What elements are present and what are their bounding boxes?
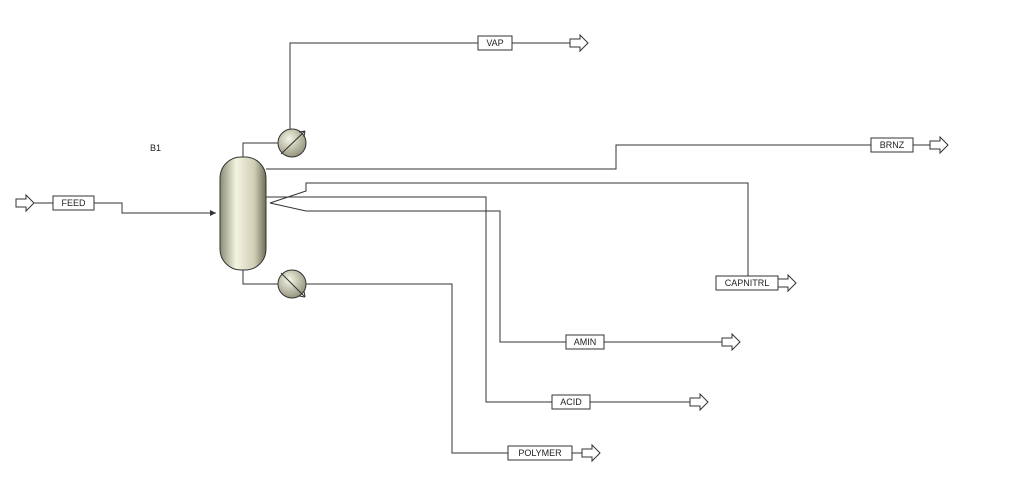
amin-arrow-icon <box>721 332 741 352</box>
polymer-stream[interactable]: POLYMER <box>306 283 601 463</box>
amin-stream[interactable]: AMIN <box>269 202 741 352</box>
acid-label: ACID <box>560 397 582 407</box>
distillation-column-b1[interactable] <box>219 156 267 271</box>
acid-arrow-icon <box>689 392 709 412</box>
vap-arrow-icon <box>569 33 589 53</box>
capnitrl-stream[interactable]: CAPNITRL <box>269 182 797 293</box>
capnitrl-label: CAPNITRL <box>725 278 770 288</box>
brnz-stream[interactable]: BRNZ <box>266 135 949 170</box>
polymer-label: POLYMER <box>518 448 562 458</box>
condenser-icon[interactable] <box>277 128 307 158</box>
reboiler-inlet-line <box>242 270 278 285</box>
brnz-label: BRNZ <box>880 140 905 150</box>
feed-stream[interactable]: FEED <box>15 193 216 216</box>
brnz-arrow-icon <box>929 135 949 155</box>
block-label-b1: B1 <box>150 143 161 153</box>
feed-label: FEED <box>61 198 86 208</box>
condenser-inlet-line <box>242 142 278 157</box>
amin-label: AMIN <box>574 337 597 347</box>
vap-stream[interactable]: VAP <box>289 33 589 129</box>
feed-arrow-icon <box>15 193 35 213</box>
feed-inlet-arrowhead-icon <box>210 210 216 216</box>
polymer-arrow-icon <box>581 443 601 463</box>
acid-stream[interactable]: ACID <box>266 196 709 412</box>
vap-label: VAP <box>486 38 503 48</box>
capnitrl-arrow-icon <box>777 273 797 293</box>
reboiler-icon[interactable] <box>277 269 307 299</box>
